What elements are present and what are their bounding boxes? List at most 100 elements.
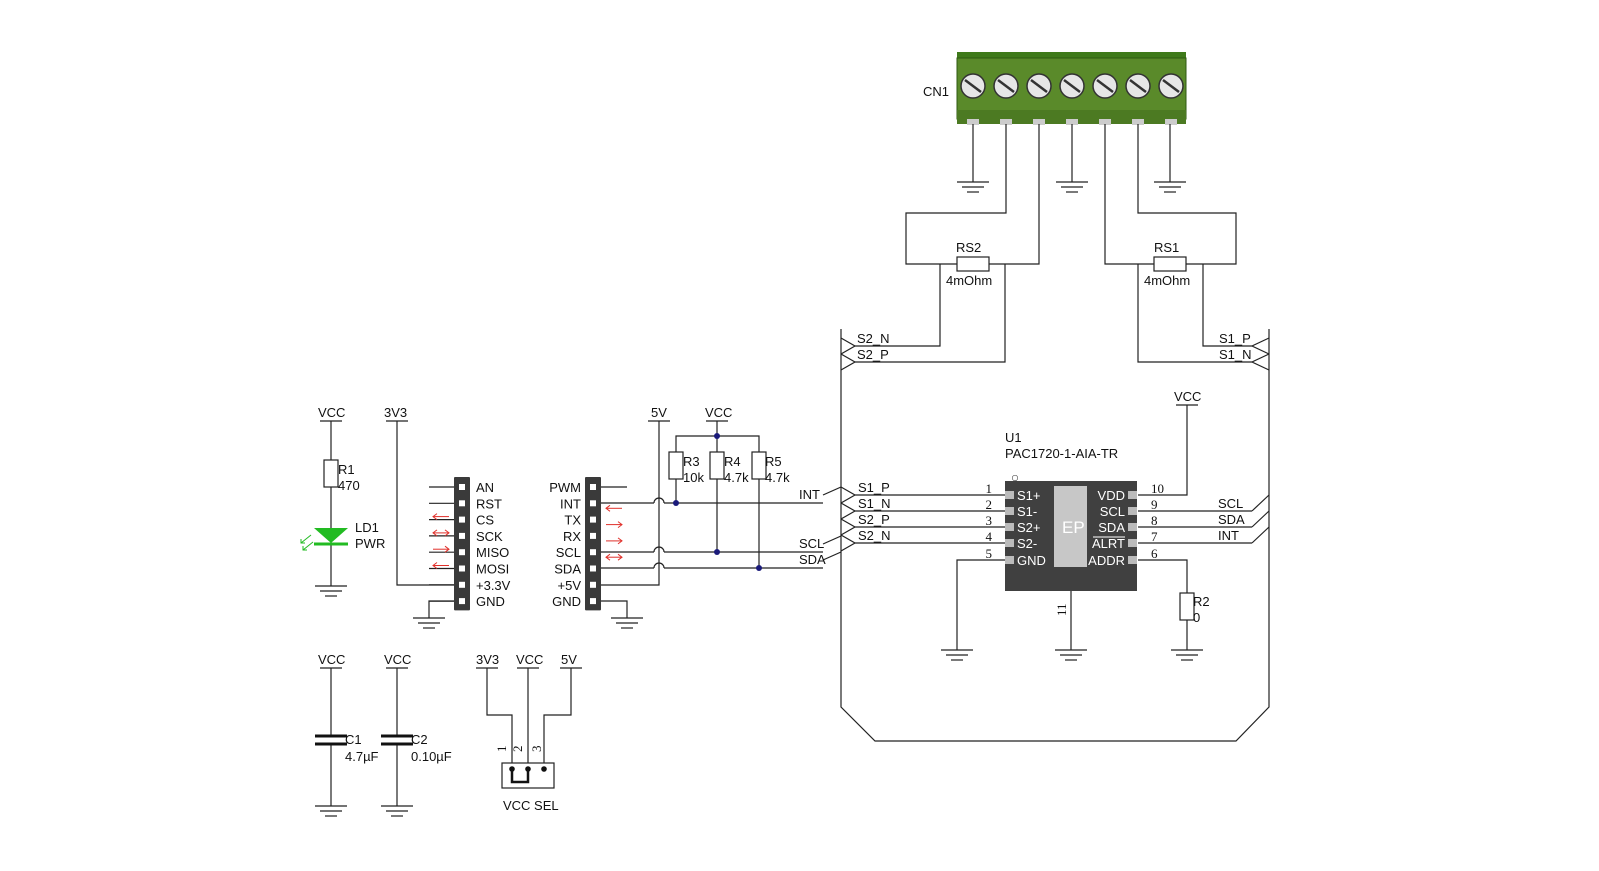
pin-name-4: S2-: [1017, 536, 1037, 551]
header-right-pin-4: [590, 532, 596, 539]
r5-value: 4.7k: [765, 470, 790, 485]
pad-right-6: [1128, 556, 1137, 564]
r2-resistor: [1179, 592, 1195, 621]
pin-num-5: 5: [986, 546, 993, 561]
header-left-pin-8: [459, 598, 465, 605]
jumper-pin-3: [541, 766, 547, 772]
header-left-supply: 3V3: [384, 405, 407, 420]
screw-3: [1026, 73, 1052, 99]
pad-left-1: [1005, 491, 1014, 499]
label-scl-right: SCL: [1218, 496, 1243, 511]
exposed-pad: [1054, 486, 1087, 567]
pin-num-10: 10: [1151, 481, 1164, 496]
header-left-pin-1: [459, 484, 465, 490]
header-left-label-7: +3.3V: [476, 578, 511, 593]
ic-u1: [1005, 475, 1137, 591]
pad-left-4: [1005, 539, 1014, 547]
jumper-bridge: [510, 770, 530, 784]
cn1-pin-7: [1165, 119, 1177, 125]
block-outline: [840, 329, 1270, 742]
label-s1n-top: S1_N: [1219, 347, 1252, 362]
cn1-pin-2: [1000, 119, 1012, 125]
header-left-body: [454, 477, 470, 611]
label-int-left: INT: [799, 487, 820, 502]
ep-label: EP: [1062, 518, 1085, 537]
c1-supply: VCC: [318, 652, 345, 667]
header-right-pin-2: [590, 500, 596, 507]
pin-num-9: 9: [1151, 497, 1158, 512]
header-right-label-7: +5V: [558, 578, 582, 593]
header-left-pin-3: [459, 516, 465, 523]
led-gnd: [315, 585, 347, 597]
header-left-label-5: MISO: [476, 545, 509, 560]
label-s2n-top: S2_N: [857, 331, 890, 346]
direction-arrow: [432, 562, 449, 569]
r5-ref: R5: [765, 454, 782, 469]
pin-name-3: S2+: [1017, 520, 1041, 535]
header-right-label-4: RX: [563, 529, 581, 544]
header-left-label-8: GND: [476, 594, 505, 609]
header-right-label-5: SCL: [556, 545, 581, 560]
ld1-ref: LD1: [355, 520, 379, 535]
direction-arrow: [605, 553, 623, 561]
direction-arrow: [605, 504, 622, 512]
led-wires: [320, 420, 342, 586]
rs2-value: 4mOhm: [946, 273, 992, 288]
header-right-pin-6: [590, 565, 596, 572]
label-s2n-in: S2_N: [858, 528, 891, 543]
rs1-value: 4mOhm: [1144, 273, 1190, 288]
header-left-pin-7: [459, 581, 465, 588]
pad-left-2: [1005, 507, 1014, 515]
pad-right-8: [1128, 523, 1137, 531]
pin-name-8: SDA: [1098, 520, 1125, 535]
c1-gnd: [315, 805, 347, 817]
jumper-pin-1: [509, 766, 515, 772]
sel-pin-num-2: 2: [510, 746, 525, 753]
header-right-gnd: [611, 617, 643, 629]
header-right-body: [585, 477, 601, 611]
header-right-pin-1: [590, 484, 596, 490]
header-right-pin-8: [590, 598, 596, 605]
direction-arrow: [606, 537, 623, 545]
label-s2p-in: S2_P: [858, 512, 890, 527]
chip-gnd-symbols: [941, 649, 1203, 661]
label-s1p-in: S1_P: [858, 480, 890, 495]
pad-left-3: [1005, 523, 1014, 531]
header-left-pin-2: [459, 500, 465, 507]
direction-arrow: [606, 521, 623, 528]
cn1-pin-4: [1066, 119, 1078, 125]
screw-7: [1158, 73, 1184, 99]
r2-ref: R2: [1193, 594, 1210, 609]
r1-ref: R1: [338, 462, 355, 477]
label-sda-right: SDA: [1218, 512, 1245, 527]
label-s1n-in: S1_N: [858, 496, 891, 511]
sel-wires: [476, 667, 582, 766]
pin-name-5: GND: [1017, 553, 1046, 568]
c2-gnd: [381, 805, 413, 817]
r5-resistor: [751, 451, 767, 480]
pin-name-1: S1+: [1017, 488, 1041, 503]
screw-2: [993, 73, 1019, 99]
pad-right-7: [1128, 539, 1137, 547]
u1-ref: U1: [1005, 430, 1022, 445]
screw-1: [960, 73, 986, 99]
cap-wires: [320, 667, 408, 806]
pullup-5v: 5V: [651, 405, 667, 420]
r1-resistor: [323, 459, 339, 488]
c2-ref: C2: [411, 732, 428, 747]
pin-name-2: S1-: [1017, 504, 1037, 519]
screw-6: [1125, 73, 1151, 99]
pin-name-7: ALRT: [1092, 536, 1125, 551]
label-int-right: INT: [1218, 528, 1239, 543]
r3-resistor: [668, 451, 684, 480]
header-right-pin-5: [590, 549, 596, 556]
label-s2p-top: S2_P: [857, 347, 889, 362]
rs1-resistor: [1153, 256, 1187, 272]
sel-supply-5v: 5V: [561, 652, 577, 667]
r1-value: 470: [338, 478, 360, 493]
pin-name-9: SCL: [1100, 504, 1125, 519]
jumper-pin-2: [525, 766, 531, 772]
pin-name-10: VDD: [1098, 488, 1125, 503]
pad-right-9: [1128, 507, 1137, 515]
